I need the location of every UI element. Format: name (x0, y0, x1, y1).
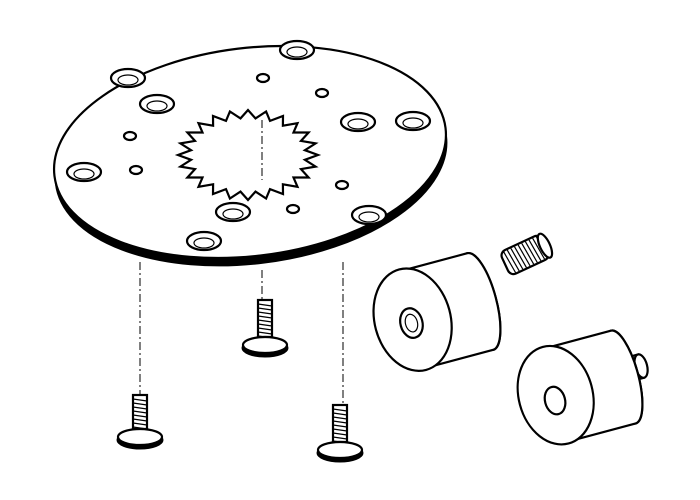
screw-thread (257, 331, 273, 335)
screw-thread (257, 307, 273, 311)
countersunk-screw (241, 298, 289, 358)
bushing-right (516, 329, 649, 446)
screw-thread (257, 315, 273, 319)
small-hole (255, 72, 271, 84)
screw-thread (332, 420, 348, 424)
bushing-left-hole-inner (404, 313, 419, 333)
plate-holes (65, 39, 432, 252)
set-screw-thread (513, 246, 527, 268)
hole-inner (286, 46, 308, 58)
countersunk-hole (65, 161, 103, 183)
countersunk-hole (185, 230, 223, 252)
small-hole (128, 164, 144, 176)
hole-inner (402, 117, 424, 129)
countersunk-hole (350, 204, 388, 226)
screw-thread (332, 412, 348, 416)
bushing-left-threaded-hole (399, 307, 424, 339)
screw-thread (132, 414, 148, 418)
bushing-right-hole (543, 385, 567, 416)
screw-head (241, 335, 289, 355)
set-screw-thread (510, 248, 524, 270)
set-screw-end (536, 232, 554, 259)
screw-thread (257, 319, 273, 323)
screw-thread (332, 436, 348, 440)
screw-thread (332, 408, 348, 412)
countersunk-hole (278, 39, 316, 61)
set-screw-thread (528, 239, 542, 262)
screw-thread (132, 406, 148, 410)
screw-thread (332, 432, 348, 436)
set-screw (500, 232, 554, 276)
small-hole (285, 203, 301, 215)
screws (116, 298, 364, 463)
spline-gear-teeth (174, 108, 322, 202)
screw-thread (257, 311, 273, 315)
countersunk-hole (339, 111, 377, 133)
hole-inner (358, 211, 380, 223)
hole-inner (73, 168, 95, 180)
screw-thread (332, 416, 348, 420)
small-hole (122, 130, 138, 142)
set-screw-thread (506, 249, 520, 272)
set-screw-thread (517, 244, 531, 267)
hole-inner (193, 237, 215, 249)
hole-inner (117, 74, 139, 86)
center-splined-bore (174, 108, 322, 202)
screw-thread (257, 327, 273, 331)
countersunk-hole (138, 93, 176, 115)
hole-inner (222, 208, 244, 220)
small-hole (334, 179, 350, 191)
screw-thread (132, 410, 148, 414)
assembly-axis-lines (139, 262, 344, 405)
set-screw-thread (532, 237, 546, 260)
hole-inner (146, 100, 168, 112)
small-hole (314, 87, 330, 99)
screw-thread (332, 428, 348, 432)
hole-inner (347, 118, 369, 130)
screw-thread (132, 402, 148, 406)
screw-thread (257, 303, 273, 307)
screw-thread (332, 424, 348, 428)
set-screw-thread (503, 251, 517, 273)
set-screw-thread (524, 241, 538, 263)
screw-thread (132, 422, 148, 426)
screw-thread (132, 398, 148, 402)
countersunk-hole (214, 201, 252, 223)
countersunk-hole (109, 67, 147, 89)
screw-thread (132, 418, 148, 422)
countersunk-screw (316, 403, 364, 463)
bushing-left (372, 251, 502, 372)
countersunk-hole (394, 110, 432, 132)
countersunk-screw (116, 393, 164, 450)
screw-head (116, 427, 164, 447)
screw-head (316, 440, 364, 460)
set-screw-thread (521, 242, 535, 265)
screw-thread (257, 323, 273, 327)
